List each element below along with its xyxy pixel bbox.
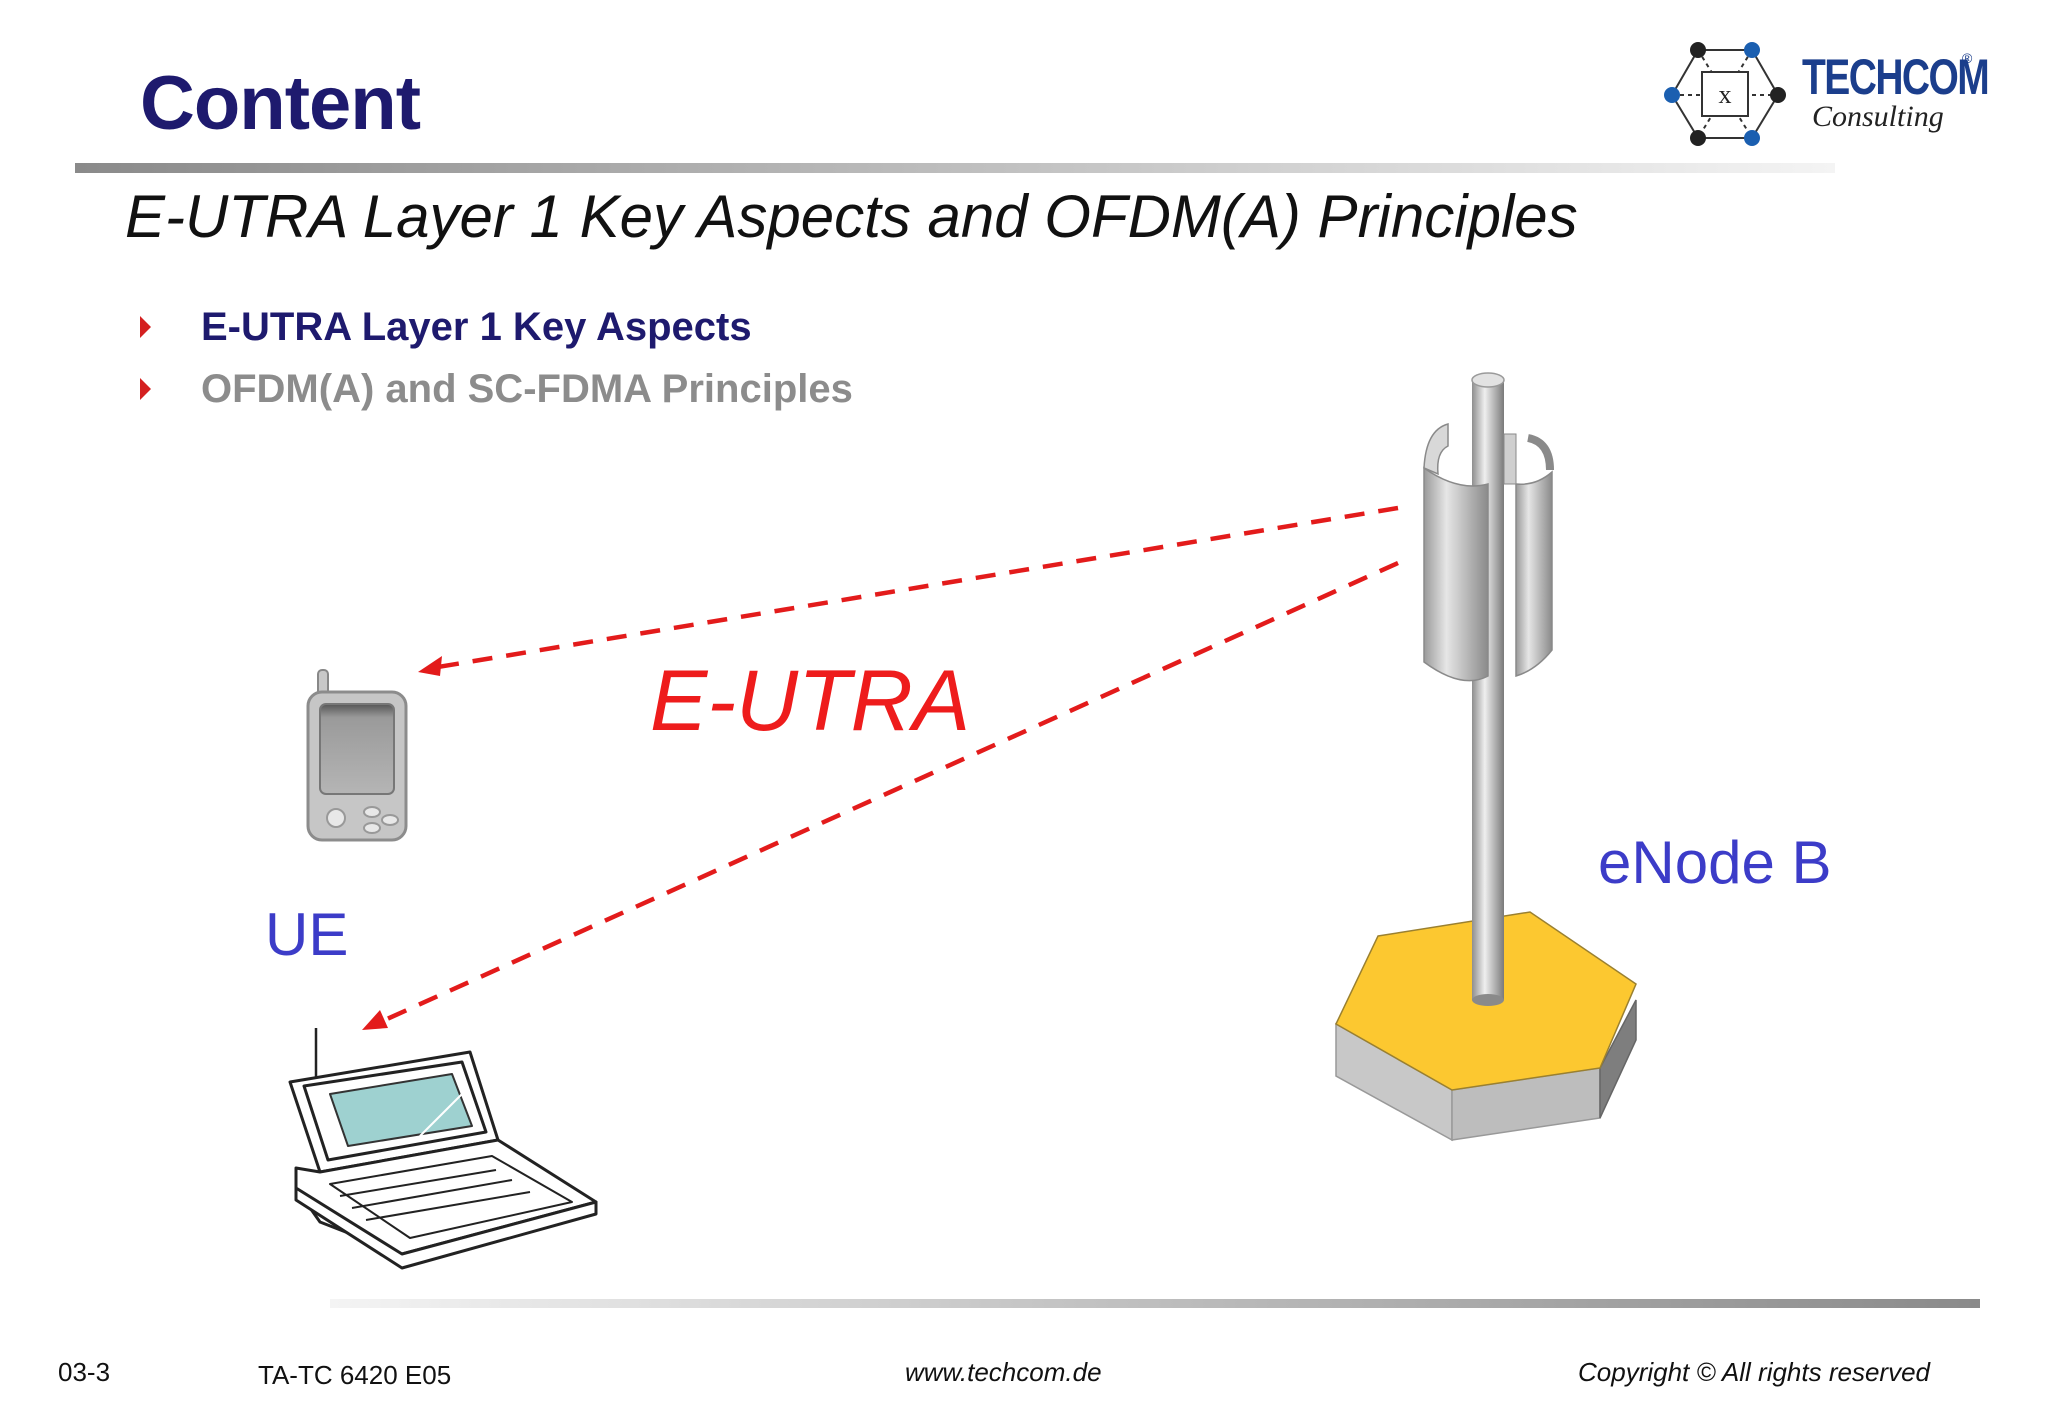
enodeb-label: eNode B — [1598, 829, 1832, 896]
footer-page-number: 03-3 — [58, 1357, 111, 1387]
footer-copyright: Copyright © All rights reserved — [1578, 1357, 1930, 1387]
techcom-logo-icon: x — [1664, 42, 1786, 146]
radio-link-to-phone — [418, 505, 1399, 676]
logo-registered-mark: ® — [1962, 50, 1973, 66]
svg-text:x: x — [1719, 80, 1732, 109]
antenna-panel-icon — [1423, 423, 1554, 682]
air-interface-label: E-UTRA — [650, 653, 971, 749]
logo-wordmark: TECHCOM — [1802, 49, 1990, 105]
ue-label: UE — [265, 901, 349, 968]
antenna-mast — [1471, 372, 1505, 1006]
slide-subtitle: E-UTRA Layer 1 Key Aspects and OFDM(A) P… — [125, 183, 1578, 250]
radio-link-to-laptop — [362, 560, 1399, 1030]
agenda-item-layer1: E-UTRA Layer 1 Key Aspects — [140, 302, 752, 352]
agenda-item-label: OFDM(A) and SC-FDMA Principles — [201, 366, 853, 411]
bullet-arrow-icon — [140, 378, 151, 400]
phone-icon — [306, 669, 408, 842]
bullet-arrow-icon — [140, 316, 151, 338]
slide-title: Content — [140, 61, 421, 146]
agenda-item-label: E-UTRA Layer 1 Key Aspects — [201, 304, 752, 349]
logo-tagline: Consulting — [1812, 100, 1944, 133]
header-divider — [75, 163, 1835, 173]
footer-website: www.techcom.de — [905, 1357, 1102, 1387]
footer-divider — [330, 1299, 1980, 1308]
agenda-item-ofdm: OFDM(A) and SC-FDMA Principles — [140, 364, 853, 414]
laptop-icon — [288, 1028, 598, 1270]
footer-course-code: TA-TC 6420 E05 — [258, 1360, 452, 1390]
